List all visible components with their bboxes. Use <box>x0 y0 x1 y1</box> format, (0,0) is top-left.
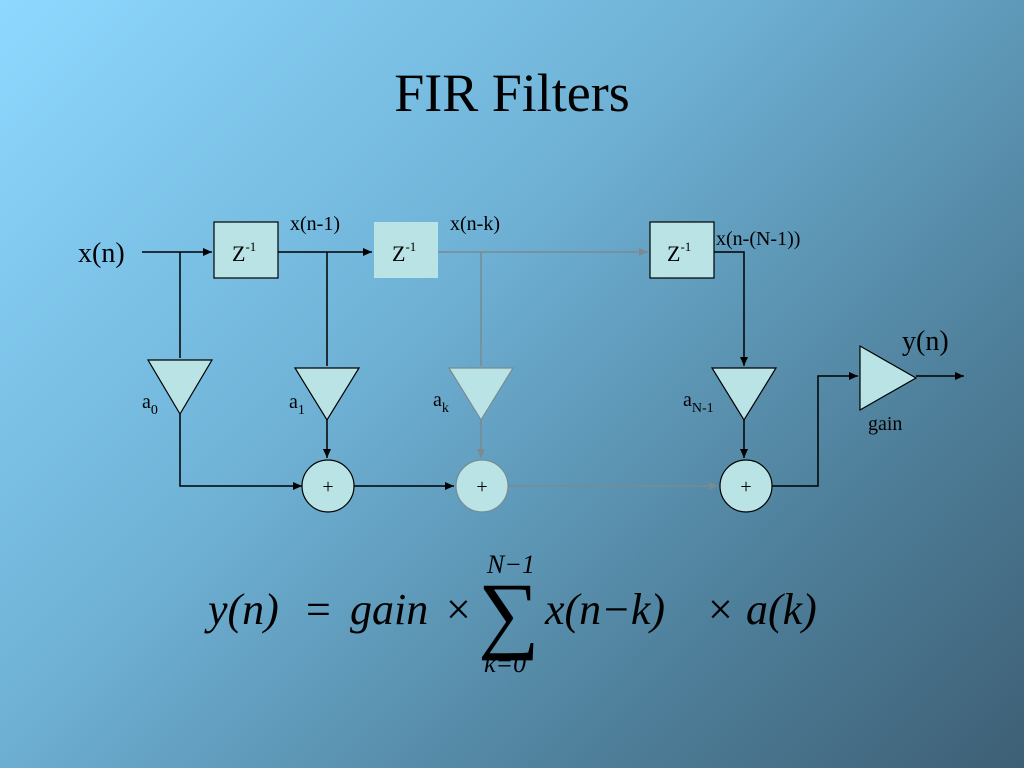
coefficient-multiplier <box>146 359 214 416</box>
formula-gain: gain <box>350 585 428 634</box>
formula-equals: = <box>306 585 331 634</box>
summation-symbol: ∑ <box>478 565 539 661</box>
delay-block: Z-1 <box>649 221 715 279</box>
adder: + <box>719 459 773 513</box>
svg-text:+: + <box>740 476 751 498</box>
fir-formula: y(n) = gain × N−1 ∑ k=0 x(n−k) × a(k) <box>204 550 817 678</box>
formula-term: x(n−k) <box>544 585 665 634</box>
svg-text:Z-1: Z-1 <box>392 239 416 266</box>
adder: + <box>455 459 509 513</box>
coefficient-label: a0 <box>142 391 158 418</box>
formula-sum-lower: k=0 <box>484 649 526 678</box>
formula-times: × <box>446 585 471 634</box>
svg-text:Z-1: Z-1 <box>667 239 691 266</box>
formula-times: × <box>708 585 733 634</box>
svg-text:+: + <box>322 476 333 498</box>
coefficient-multiplier <box>710 367 778 422</box>
gain-amplifier <box>859 344 918 412</box>
coefficient-multiplier <box>447 367 515 422</box>
dark-wires <box>142 248 964 490</box>
formula-coef: a(k) <box>746 585 817 634</box>
delay-block: Z-1 <box>374 222 438 278</box>
input-label: x(n) <box>78 238 125 269</box>
gray-wires <box>438 248 718 490</box>
tap-label: x(n-k) <box>450 213 500 235</box>
output-label: y(n) <box>902 326 949 357</box>
delay-block: Z-1 <box>213 221 279 279</box>
formula-sum-upper: N−1 <box>486 550 535 579</box>
coefficient-label: ak <box>433 389 449 416</box>
coefficient-label: a1 <box>289 391 305 418</box>
gain-label: gain <box>868 413 902 435</box>
svg-text:Z-1: Z-1 <box>232 239 256 266</box>
formula-lhs: y(n) <box>204 585 279 634</box>
svg-text:+: + <box>476 476 487 498</box>
coefficient-label: aN-1 <box>683 389 714 416</box>
adder: + <box>301 459 355 513</box>
coefficient-multiplier <box>293 367 361 422</box>
slide-title: FIR Filters <box>394 63 630 123</box>
tap-label: x(n-(N-1)) <box>716 228 800 250</box>
tap-label: x(n-1) <box>290 213 340 235</box>
